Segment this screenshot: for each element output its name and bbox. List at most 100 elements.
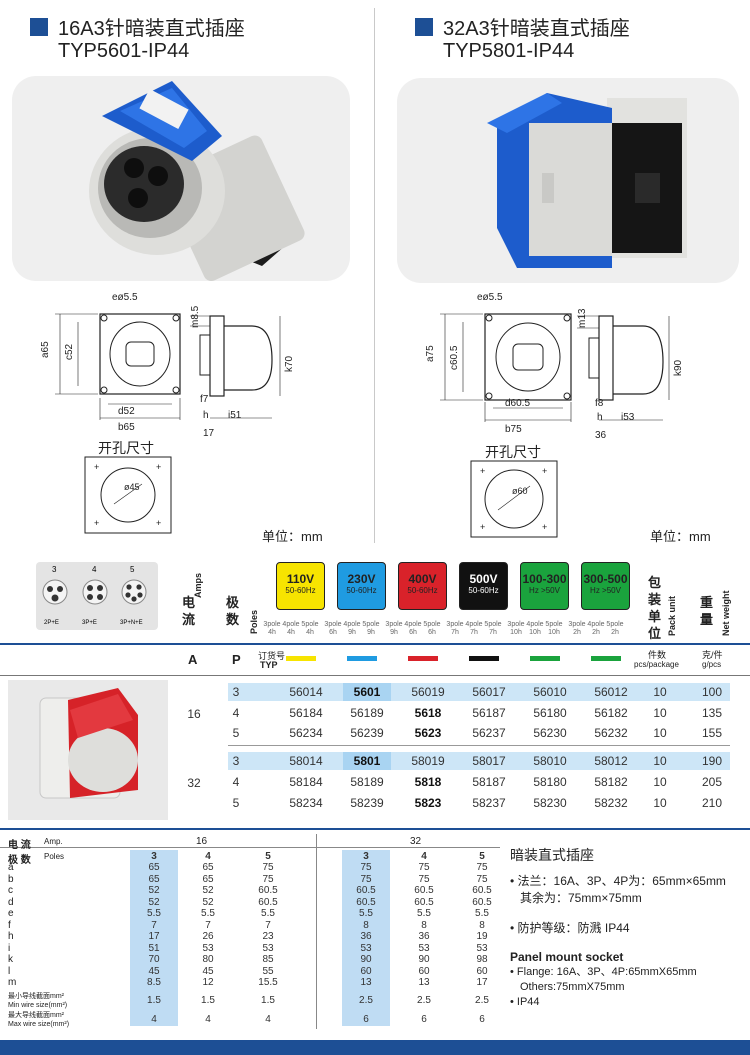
voltage-color-bar: [591, 656, 621, 661]
order-code: 56017: [472, 685, 506, 699]
header-rule: [0, 847, 500, 848]
dim-value: 45: [202, 965, 214, 977]
pin-config-label: 3P+N+E: [120, 620, 143, 626]
voltage-value: 500V: [469, 572, 498, 586]
dim-k: k90: [673, 359, 684, 376]
dim-value: 5.5: [359, 908, 373, 919]
pole-value: 3: [232, 754, 240, 768]
max-wire-value: 4: [151, 1014, 157, 1025]
col-header-a: A: [188, 652, 198, 667]
pole-hour-label: 4pole 10h: [526, 621, 544, 636]
col-header-p: P: [232, 652, 241, 667]
weight-label-en: Net weight: [721, 590, 731, 636]
pole-hour-label: 5pole 9h: [362, 621, 380, 636]
min-wire-value: 2.5: [417, 995, 431, 1006]
poles-label: 极 数: [8, 855, 31, 866]
dim-value: 53: [202, 942, 214, 954]
voltage-color-bar: [408, 656, 438, 661]
cutout-label: 开孔尺寸: [485, 444, 541, 460]
dim-value: 60.5: [472, 885, 492, 896]
pole-value: 3: [232, 685, 240, 699]
dim-value: 5.5: [475, 908, 489, 919]
pole-header: 3: [151, 851, 157, 862]
order-code: 5623: [414, 726, 442, 740]
dimension-drawing-16a: a65 c52 d52 b65 eø5.5 m8.5 k70 f7 h 17 i…: [40, 290, 360, 455]
dim-value: 60.5: [258, 896, 278, 908]
order-code: 5818: [414, 775, 442, 789]
dim-value: 60: [476, 965, 488, 977]
dim-d: d60.5: [505, 398, 530, 409]
footer-bar: [0, 1040, 750, 1055]
dim-value: 17: [476, 977, 488, 988]
pole-hour-label: 3pole 10h: [507, 621, 525, 636]
dim-h-value: 36: [595, 430, 607, 441]
svg-text:+: +: [480, 466, 485, 476]
column-highlight: [342, 850, 390, 1026]
col-header-typ: TYP: [260, 660, 278, 670]
dim-value: 75: [360, 862, 372, 873]
product-photo-16a: [12, 76, 350, 281]
col-header-pcs-en: pcs/package: [634, 660, 679, 669]
dim-key: e: [8, 908, 14, 919]
order-code: 56239: [350, 726, 384, 740]
dim-value: 5.5: [417, 908, 431, 919]
dim-a: a75: [425, 345, 436, 362]
pin-config-label: 2P+E: [44, 620, 59, 626]
max-wire-value: 6: [421, 1014, 427, 1025]
current-label: 电 流: [8, 840, 31, 851]
pack-label-en: Pack unit: [667, 595, 677, 636]
spec-ip-cn: • 防护等级：防溅 IP44: [510, 921, 630, 935]
max-wire-value: 6: [363, 1014, 369, 1025]
blue-square-icon: [415, 18, 433, 36]
pack-value: 10: [653, 796, 667, 810]
pin-config-label: 3P+E: [82, 620, 97, 626]
dim-value: 36: [360, 931, 372, 942]
voltage-value: 110V: [286, 572, 315, 586]
dim-value: 8.5: [147, 977, 161, 988]
pack-value: 10: [653, 726, 667, 740]
dim-value: 60.5: [414, 885, 434, 896]
dim-value: 90: [360, 954, 372, 965]
dim-m: m8.5: [190, 305, 201, 328]
dim-value: 55: [262, 965, 274, 977]
dim-value: 60: [360, 965, 372, 977]
group-32: 32: [410, 836, 422, 847]
dim-key: f: [8, 919, 11, 931]
pole-hour-label: 3pole 2h: [568, 621, 586, 636]
pole-hour-label: 4pole 7h: [465, 621, 483, 636]
pole-hour-label: 4pole 4h: [282, 621, 300, 636]
voltage-color-bar: [286, 656, 316, 661]
dim-value: 8: [479, 919, 485, 931]
dim-value: 75: [418, 873, 430, 885]
order-code: 58012: [594, 754, 628, 768]
dim-value: 23: [262, 931, 274, 942]
weight-value: 210: [701, 796, 723, 810]
dim-d: d52: [118, 406, 135, 417]
pole-hour-label: 3pole 7h: [446, 621, 464, 636]
voltage-value: 230V: [347, 572, 376, 586]
dim-value: 60.5: [414, 896, 434, 908]
dim-a: a65: [40, 341, 51, 358]
header-rule: [0, 675, 750, 676]
weight-value: 205: [701, 775, 723, 789]
order-code: 56230: [533, 726, 567, 740]
dim-value: 26: [202, 931, 214, 942]
dim-key: k: [8, 954, 13, 965]
table-top-rule: [0, 643, 750, 645]
dim-value: 75: [262, 873, 274, 885]
dim-k: k70: [284, 355, 295, 372]
pole-header: 3: [363, 851, 369, 862]
order-code: 58189: [350, 775, 384, 789]
group-rule: [228, 745, 730, 746]
spec-flange-cn-2: 其余为：75mm×75mm: [520, 891, 642, 905]
pole-hour-label: 5pole 10h: [545, 621, 563, 636]
dim-e: eø5.5: [477, 292, 503, 303]
dim-value: 60: [418, 965, 430, 977]
dim-key: c: [8, 885, 13, 896]
product-title: 16A3针暗装直式插座: [58, 18, 245, 40]
dim-key: a: [8, 862, 14, 873]
weight-value: 135: [701, 706, 723, 720]
order-code: 58017: [472, 754, 506, 768]
